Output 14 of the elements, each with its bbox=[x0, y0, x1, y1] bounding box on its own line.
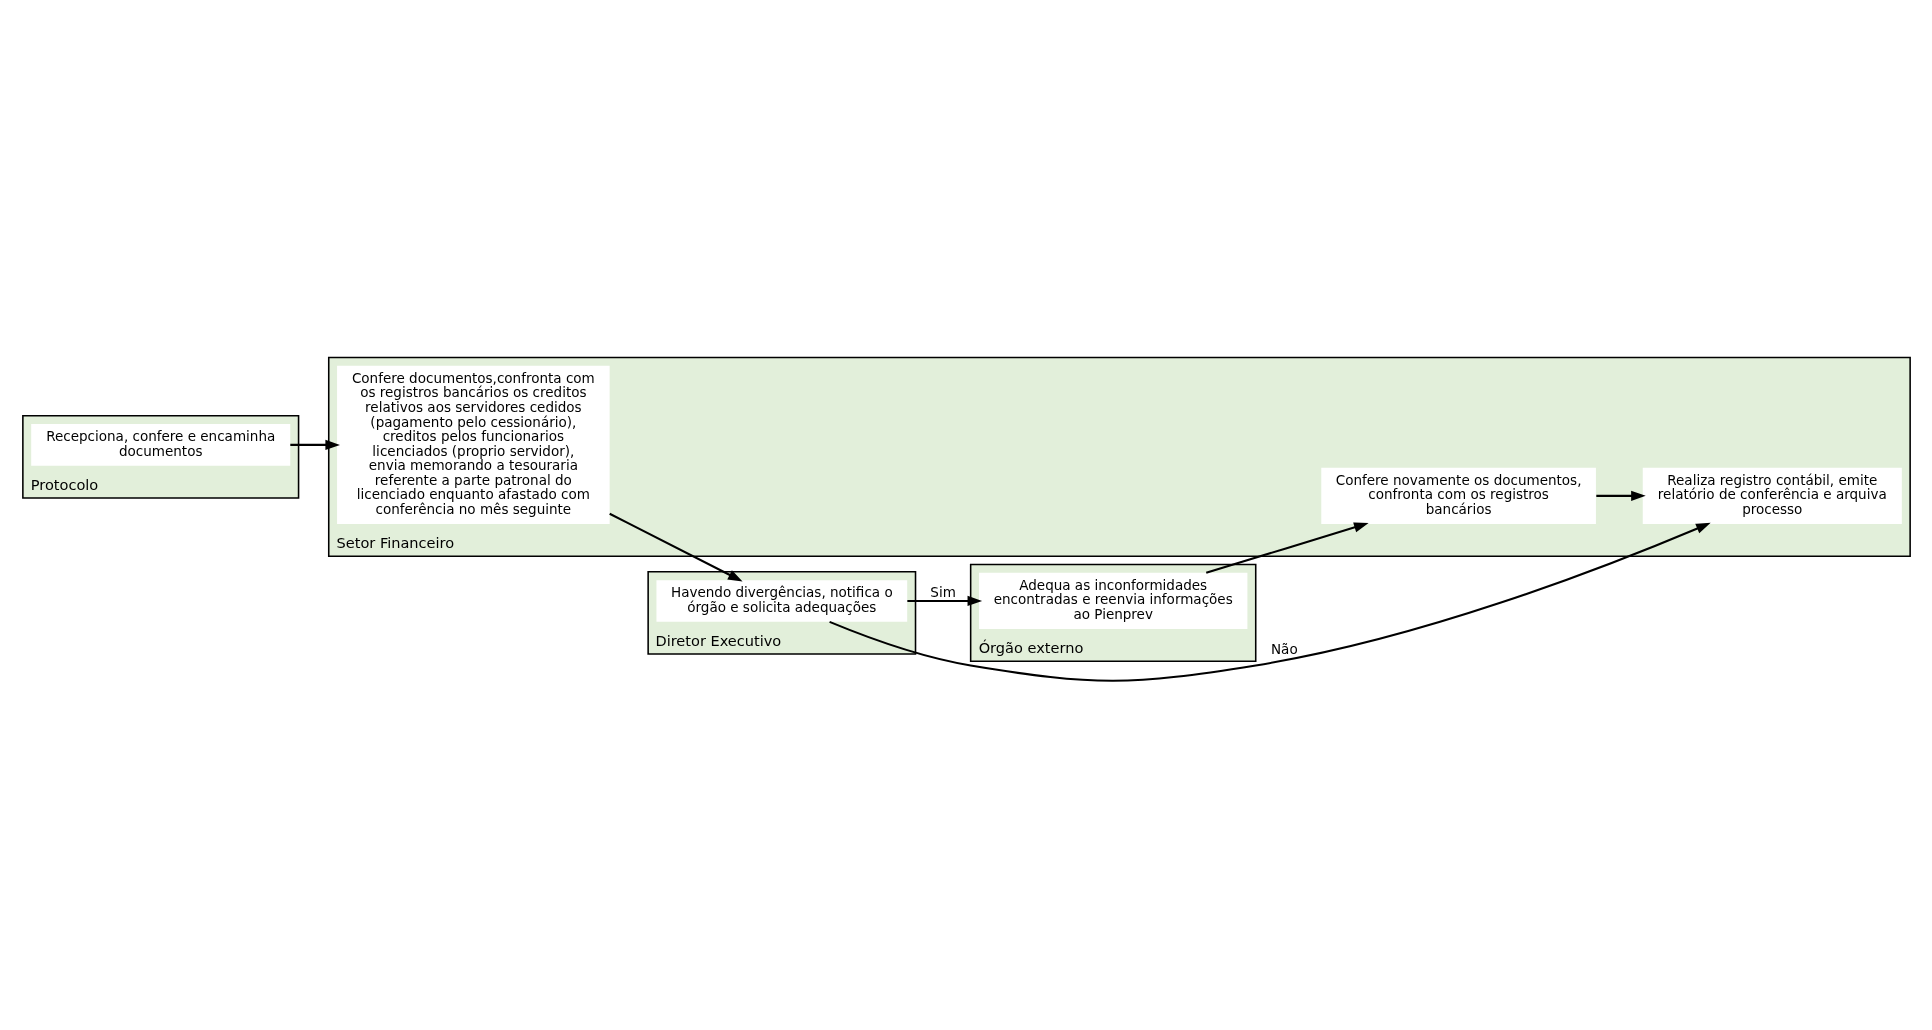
arrow bbox=[1205, 522, 1369, 574]
arrow bbox=[828, 522, 1711, 682]
node-box: Havendo divergências, notifica o órgão e solicita adequações bbox=[655, 580, 907, 622]
edge-label: Não bbox=[1270, 641, 1298, 658]
node-box: Confere documentos,confronta com os registros bancários os creditos relativos aos servidores cedidos (pagamento pelo cessionário), creditos pelos funcionarios licenciados (proprio servidor), envia memorando a tesouraria referente a parte patronal do licenciado enquanto afastado com conferência no mês seguinte bbox=[336, 365, 610, 524]
arrow bbox=[1595, 490, 1646, 501]
node-box: Confere novamente os documentos, confronta com os registros bancários bbox=[1320, 467, 1596, 524]
arrow bbox=[289, 439, 340, 450]
edge-label: Sim bbox=[929, 584, 956, 601]
node-box: Realiza registro contábil, emite relatório de conferência e arquiva processo bbox=[1642, 467, 1902, 524]
arrow bbox=[906, 595, 982, 607]
node-box: Adequa as inconformidades encontradas e reenvia informações ao Pienprev bbox=[978, 572, 1247, 630]
arrow bbox=[608, 512, 743, 582]
node-box: Recepciona, confere e encaminha documentos bbox=[30, 424, 290, 466]
